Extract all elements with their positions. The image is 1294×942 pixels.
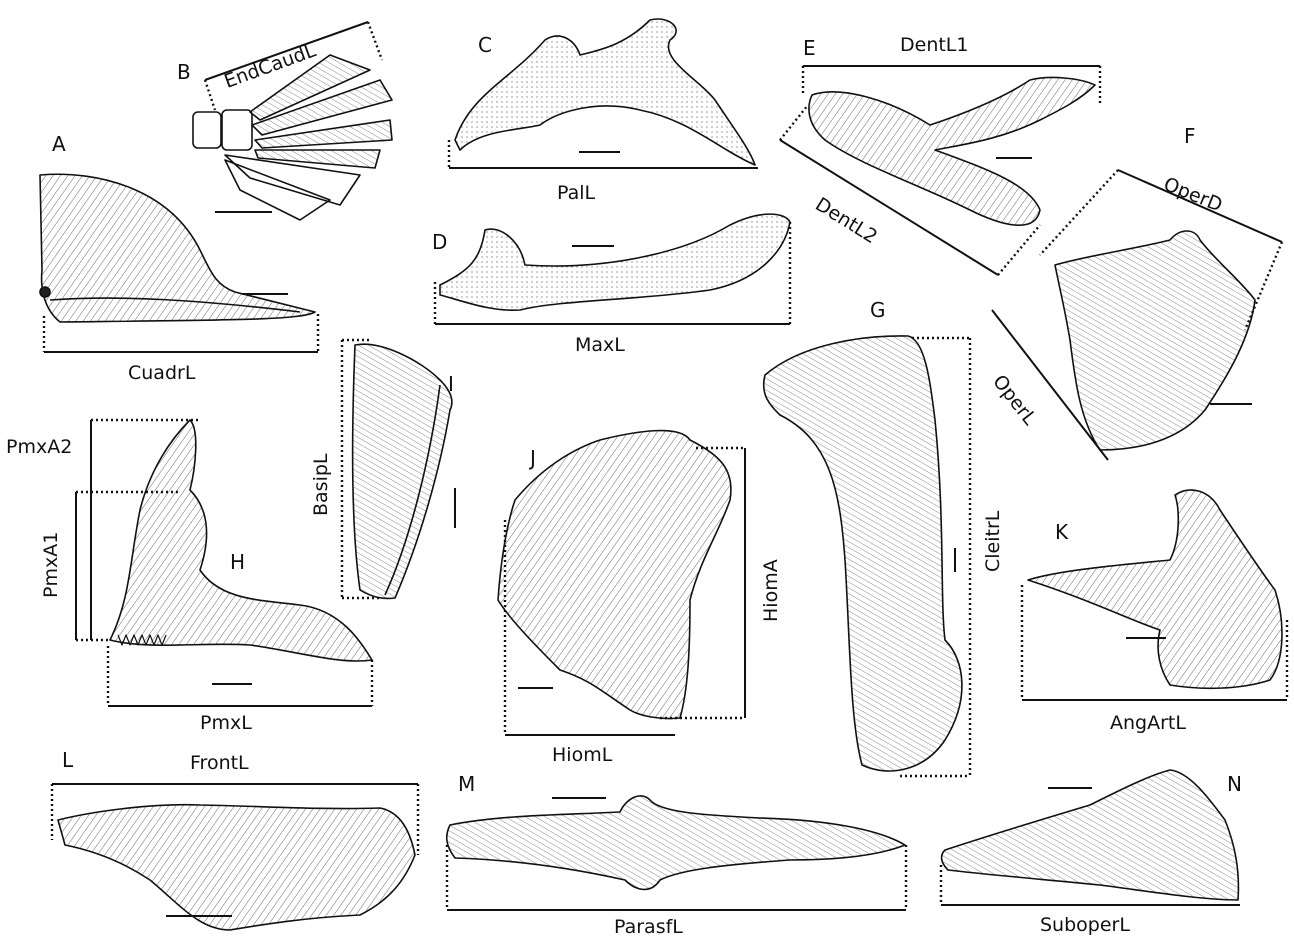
label-parasfl: ParasfL — [614, 918, 683, 937]
panel-label-b: B — [177, 62, 191, 82]
label-maxl: MaxL — [575, 336, 625, 355]
panel-label-f: F — [1184, 126, 1196, 146]
maxilla-bone-drawing — [435, 214, 790, 324]
label-cuadrl: CuadrL — [128, 364, 195, 383]
basipterygium-bone-drawing — [342, 340, 455, 598]
parasphenoid-bone-drawing — [447, 796, 906, 910]
label-hioma: HiomA — [762, 559, 781, 622]
label-pmxa1: PmxA1 — [42, 532, 61, 598]
panel-label-h: H — [230, 552, 245, 572]
hyomandibula-bone-drawing — [498, 431, 745, 735]
panel-label-m: M — [458, 774, 475, 794]
panel-label-j: J — [530, 448, 536, 468]
panel-label-n: N — [1227, 774, 1242, 794]
label-frontl: FrontL — [190, 754, 249, 773]
panel-label-g: G — [870, 300, 886, 320]
label-pall: PalL — [557, 184, 595, 203]
cleithrum-bone-drawing — [764, 336, 970, 776]
label-basipl: BasipL — [312, 453, 331, 516]
label-suboperl: SuboperL — [1040, 916, 1130, 935]
palatine-bone-drawing — [449, 19, 758, 168]
frontal-bone-drawing — [52, 784, 418, 930]
quadrate-bone-drawing — [40, 174, 318, 352]
subopercle-bone-drawing — [941, 770, 1240, 905]
label-pmxa2: PmxA2 — [6, 438, 72, 457]
label-cleitrl: CleitrL — [984, 511, 1003, 572]
label-angartl: AngArtL — [1110, 714, 1186, 733]
label-hioml: HiomL — [552, 746, 612, 765]
label-pmxl: PmxL — [200, 714, 252, 733]
panel-label-a: A — [52, 134, 66, 154]
panel-label-l: L — [62, 750, 73, 770]
panel-label-d: D — [432, 232, 447, 252]
panel-label-k: K — [1055, 522, 1068, 542]
panel-label-c: C — [478, 35, 492, 55]
panel-label-i: I — [448, 374, 454, 394]
label-dentl1: DentL1 — [900, 36, 969, 55]
panel-label-e: E — [803, 38, 816, 58]
dentary-bone-drawing — [780, 66, 1100, 275]
